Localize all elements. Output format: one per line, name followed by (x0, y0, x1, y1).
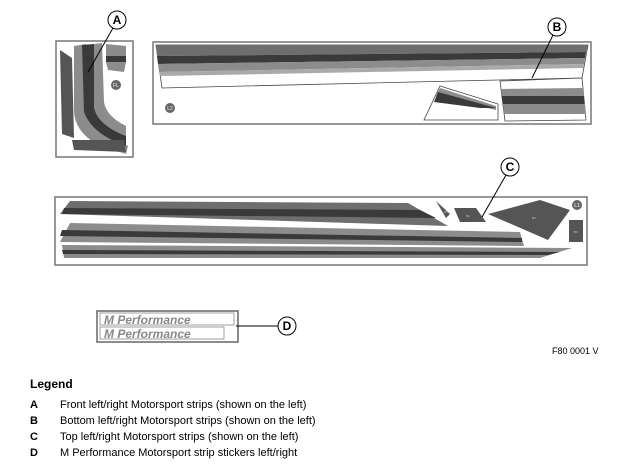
sheet-label-b4: B4 (532, 216, 536, 220)
callout-c: C (506, 160, 515, 174)
sheet-label-b3: B3 (574, 230, 578, 234)
sheet-label-l1: L1 (574, 203, 580, 209)
callout-a: A (113, 13, 122, 27)
callouts (87, 10, 567, 336)
legend-title: Legend (30, 377, 73, 391)
sheet-d-m-performance-stickers: M Performance M Performance (96, 310, 239, 343)
sheet-label-b2: B2 (466, 214, 470, 218)
sticker-text-right: M Performance (104, 327, 191, 341)
callout-b: B (553, 20, 562, 34)
sticker-text-left: M Performance (104, 313, 191, 327)
sheet-a-front-strips: FL (55, 40, 134, 158)
sheet-label-b1: B1 (444, 210, 448, 214)
sheet-label-l2: L2 (167, 106, 173, 112)
figure-code: F80 0001 V (552, 346, 599, 356)
callout-d: D (283, 319, 292, 333)
sheet-b-bottom-strips: L2 (152, 41, 592, 125)
sheet-c-top-strips: L1 B1 B2 B3 B4 (54, 196, 588, 266)
sheet-label-fl: FL (113, 83, 119, 89)
